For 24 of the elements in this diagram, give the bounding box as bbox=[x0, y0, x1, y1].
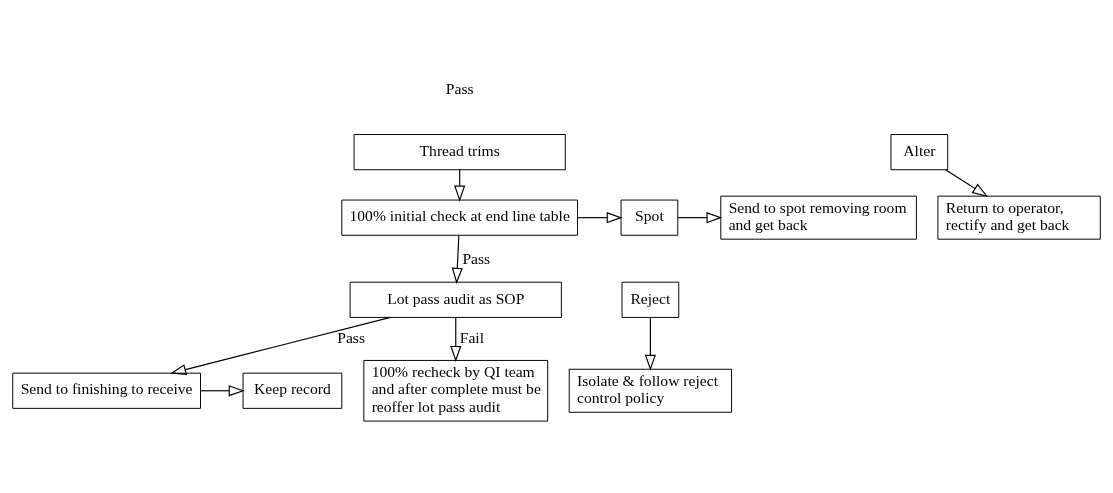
arrow bbox=[200, 384, 245, 396]
arrow bbox=[450, 316, 462, 362]
node-box: Send to spot removing room and get back bbox=[720, 195, 917, 240]
arrow bbox=[644, 316, 656, 371]
node-box: Thread trims bbox=[353, 133, 566, 170]
node-box: Keep record bbox=[242, 372, 343, 409]
node-box: Return to operator, rectify and get back bbox=[937, 195, 1101, 240]
node-box: Reject bbox=[621, 281, 680, 318]
node-box: Lot pass audit as SOP bbox=[349, 281, 562, 318]
node-box: 100% initial check at end line table bbox=[341, 199, 578, 236]
arrow bbox=[677, 211, 723, 223]
arrow bbox=[944, 168, 989, 197]
node-box: Send to finishing to receive bbox=[12, 372, 201, 409]
node-box: Isolate & follow reject control policy bbox=[568, 368, 733, 413]
edge-label: Pass bbox=[462, 249, 491, 267]
arrow bbox=[577, 211, 623, 223]
node-box: Spot bbox=[620, 199, 679, 236]
edge-label: Fail bbox=[459, 328, 485, 346]
label: Pass bbox=[445, 79, 474, 97]
node-box: Alter bbox=[890, 133, 949, 170]
arrow bbox=[451, 234, 463, 284]
arrow bbox=[170, 316, 392, 375]
edge-label: Pass bbox=[337, 328, 366, 346]
node-box: 100% recheck by QI team and after complete must be reoffer lot pass audit bbox=[363, 359, 549, 422]
